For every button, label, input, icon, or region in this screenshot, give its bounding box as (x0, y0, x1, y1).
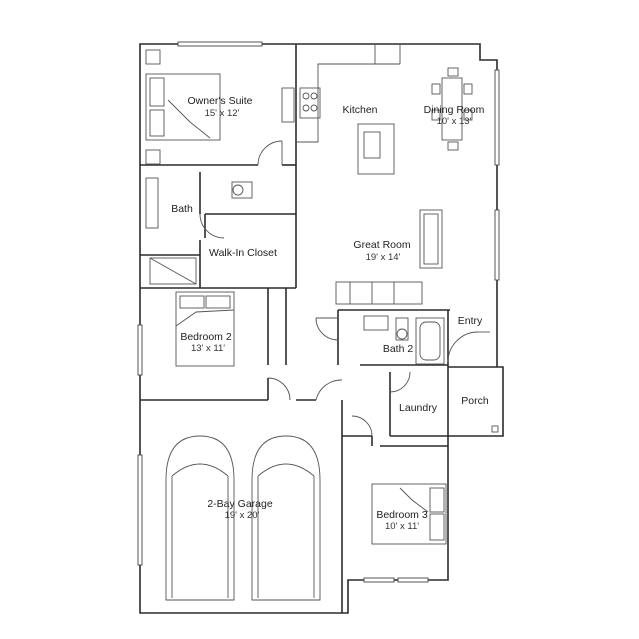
garage-car-right (251, 435, 321, 601)
dining-table (431, 67, 473, 151)
dining-room-label: Dining Room (424, 104, 485, 116)
bath-label: Bath (171, 203, 193, 215)
garage-car-left (165, 435, 235, 601)
dining-room-dim: 10' x 13' (437, 116, 472, 127)
porch-post (491, 425, 499, 433)
walk-in-closet-label: Walk-In Closet (209, 247, 277, 259)
garage-label: 2-Bay Garage (207, 498, 273, 510)
entry-label: Entry (458, 315, 483, 327)
porch-label: Porch (461, 395, 489, 407)
great-room-dim: 19' x 14' (366, 252, 401, 263)
bedroom-3-dim: 10' x 11' (385, 521, 419, 532)
garage-dim: 19' x 20' (225, 510, 260, 521)
great-room-furniture (335, 209, 443, 305)
windows (137, 41, 500, 583)
laundry-label: Laundry (399, 402, 438, 414)
bedroom-2-dim: 13' x 11' (191, 343, 225, 354)
bath-fixtures (145, 177, 253, 285)
bedroom-3-label: Bedroom 3 (376, 509, 428, 521)
kitchen-fixtures (281, 44, 401, 175)
bath-2-fixtures (363, 315, 445, 365)
owners-suite-label: Owner's Suite (187, 95, 252, 107)
doors (199, 140, 490, 437)
owners-suite-bed (145, 49, 221, 165)
great-room-label: Great Room (353, 239, 410, 251)
interior-walls (140, 44, 450, 613)
owners-suite-dim: 15' x 12' (205, 108, 240, 119)
bath-2-label: Bath 2 (383, 343, 414, 355)
kitchen-label: Kitchen (342, 104, 377, 116)
bedroom-2-bed (175, 291, 235, 367)
bedroom-3-bed (371, 483, 447, 545)
bedroom-2-label: Bedroom 2 (180, 331, 232, 343)
